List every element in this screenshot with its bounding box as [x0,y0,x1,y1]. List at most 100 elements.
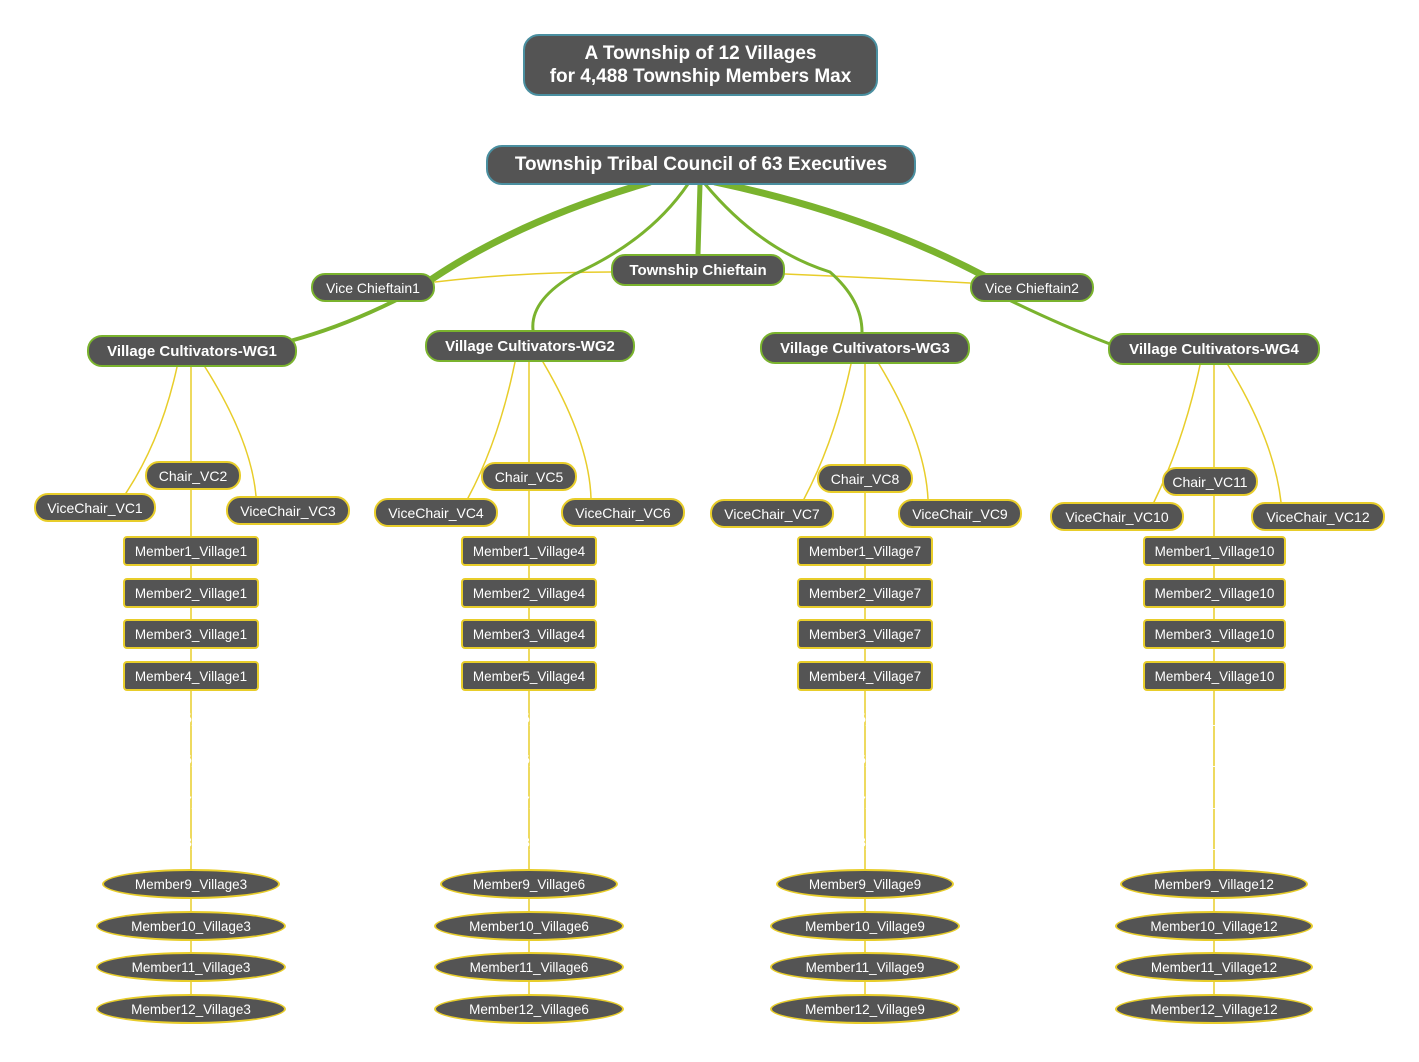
member-node[interactable]: Member10_Village12 [1115,911,1313,941]
fan-left [803,363,852,500]
member-node[interactable]: Member5_Village5 [456,703,602,733]
member-node[interactable]: Member3_Village1 [123,619,259,649]
member-node[interactable]: Member9_Village3 [102,869,280,899]
member-node[interactable]: Member8_Village11 [1138,827,1290,857]
vice-chieftain2-node[interactable]: Vice Chieftain2 [970,273,1094,302]
member-node[interactable]: Member5_Village2 [118,703,264,733]
vice-chair-left-1[interactable]: ViceChair_VC1 [34,493,156,522]
member-node[interactable]: Member9_Village12 [1120,869,1308,899]
vice-chair-right-1[interactable]: ViceChair_VC3 [226,496,350,525]
vice-chair-left-3[interactable]: ViceChair_VC7 [710,499,834,528]
vice-chair-left-2[interactable]: ViceChair_VC4 [374,498,498,527]
member-node[interactable]: Member2_Village7 [797,578,933,608]
member-node[interactable]: Member2_Village4 [461,578,597,608]
member-node[interactable]: Member11_Village9 [770,952,960,982]
vice-chair-right-4[interactable]: ViceChair_VC12 [1251,502,1385,531]
member-node-label: Member6_Village11 [1154,751,1274,767]
member-node-label: Member8_Village2 [134,834,248,850]
member-node[interactable]: Member1_Village10 [1143,536,1286,566]
diagram-title: A Township of 12 Villages for 4,488 Town… [523,34,878,96]
member-node[interactable]: Member1_Village4 [461,536,597,566]
link-chieftain-vice1 [434,271,612,283]
member-node[interactable]: Member10_Village9 [770,911,960,941]
member-node[interactable]: Member7_Village5 [456,786,602,816]
member-node[interactable]: Member12_Village12 [1115,994,1313,1024]
member-node[interactable]: Member7_Village2 [118,786,264,816]
member-node-label: Member7_Village8 [808,793,922,809]
fan-left [125,366,178,494]
working-group-2[interactable]: Village Cultivators-WG2 [425,330,635,362]
working-group-3[interactable]: Village Cultivators-WG3 [760,332,970,364]
member-node[interactable]: Member3_Village10 [1143,619,1286,649]
member-node[interactable]: Member12_Village9 [770,994,960,1024]
member-node[interactable]: Member5_Village11 [1138,703,1290,733]
member-node[interactable]: Member11_Village6 [434,952,624,982]
fan-right [204,366,257,497]
member-node-label: Member7_Village2 [134,793,248,809]
working-group-1[interactable]: Village Cultivators-WG1 [87,335,297,367]
member-node[interactable]: Member11_Village3 [96,952,286,982]
member-node[interactable]: Member6_Village5 [456,744,602,774]
chair-node-4[interactable]: Chair_VC11 [1162,467,1258,496]
chair-node-3[interactable]: Chair_VC8 [817,464,913,493]
chair-node-2[interactable]: Chair_VC5 [481,462,577,491]
member-node[interactable]: Member7_Village11 [1138,786,1290,816]
chieftain-node[interactable]: Township Chieftain [611,254,785,286]
fan-right [878,363,929,500]
member-node[interactable]: Member3_Village7 [797,619,933,649]
member-node[interactable]: Member2_Village10 [1143,578,1286,608]
council-node[interactable]: Township Tribal Council of 63 Executives [486,145,916,185]
member-node-label: Member5_Village2 [134,710,248,726]
member-node-label: Member5_Village5 [472,710,586,726]
member-node[interactable]: Member9_Village6 [440,869,618,899]
member-node[interactable]: Member4_Village1 [123,661,259,691]
member-node[interactable]: Member8_Village8 [792,827,938,857]
member-node[interactable]: Member4_Village10 [1143,661,1286,691]
member-node[interactable]: Member5_Village4 [461,661,597,691]
member-node-label: Member8_Village8 [808,834,922,850]
fan-right [542,361,592,499]
branch-wg2 [531,182,690,332]
member-node[interactable]: Member8_Village2 [118,827,264,857]
member-node-label: Member5_Village8 [808,710,922,726]
member-node-label: Member8_Village5 [472,834,586,850]
member-node-label: Member5_Village11 [1154,710,1274,726]
member-node[interactable]: Member11_Village12 [1115,952,1313,982]
member-node[interactable]: Member10_Village3 [96,911,286,941]
member-node-label: Member6_Village5 [472,751,586,767]
member-node[interactable]: Member5_Village8 [792,703,938,733]
fan-left [467,361,516,499]
member-node-label: Member7_Village11 [1154,793,1274,809]
title-line-2: for 4,488 Township Members Max [549,66,852,87]
vice-chair-right-3[interactable]: ViceChair_VC9 [898,499,1022,528]
member-node[interactable]: Member8_Village5 [456,827,602,857]
fan-left [1153,364,1201,503]
branch-chieftain [695,181,703,257]
member-node[interactable]: Member1_Village1 [123,536,259,566]
member-node[interactable]: Member6_Village2 [118,744,264,774]
member-node[interactable]: Member1_Village7 [797,536,933,566]
vice-chair-right-2[interactable]: ViceChair_VC6 [561,498,685,527]
vice-chair-left-4[interactable]: ViceChair_VC10 [1050,502,1184,531]
member-node[interactable]: Member12_Village6 [434,994,624,1024]
chair-node-1[interactable]: Chair_VC2 [145,461,241,490]
member-node[interactable]: Member10_Village6 [434,911,624,941]
member-node[interactable]: Member12_Village3 [96,994,286,1024]
branch-wg3 [703,182,864,334]
member-node[interactable]: Member6_Village11 [1138,744,1290,774]
member-node[interactable]: Member6_Village8 [792,744,938,774]
working-group-4[interactable]: Village Cultivators-WG4 [1108,333,1320,365]
member-node[interactable]: Member9_Village9 [776,869,954,899]
member-node-label: Member6_Village8 [808,751,922,767]
member-node[interactable]: Member7_Village8 [792,786,938,816]
member-node-label: Member7_Village5 [472,793,586,809]
member-node[interactable]: Member3_Village4 [461,619,597,649]
member-node[interactable]: Member2_Village1 [123,578,259,608]
member-node[interactable]: Member4_Village7 [797,661,933,691]
branch-wg4 [1003,296,1112,346]
title-line-1: A Township of 12 Villages [584,43,817,64]
member-node-label: Member8_Village11 [1154,834,1274,850]
branch-vice2 [711,178,992,282]
branch-vice1 [428,178,654,283]
vice-chieftain1-node[interactable]: Vice Chieftain1 [311,273,435,302]
